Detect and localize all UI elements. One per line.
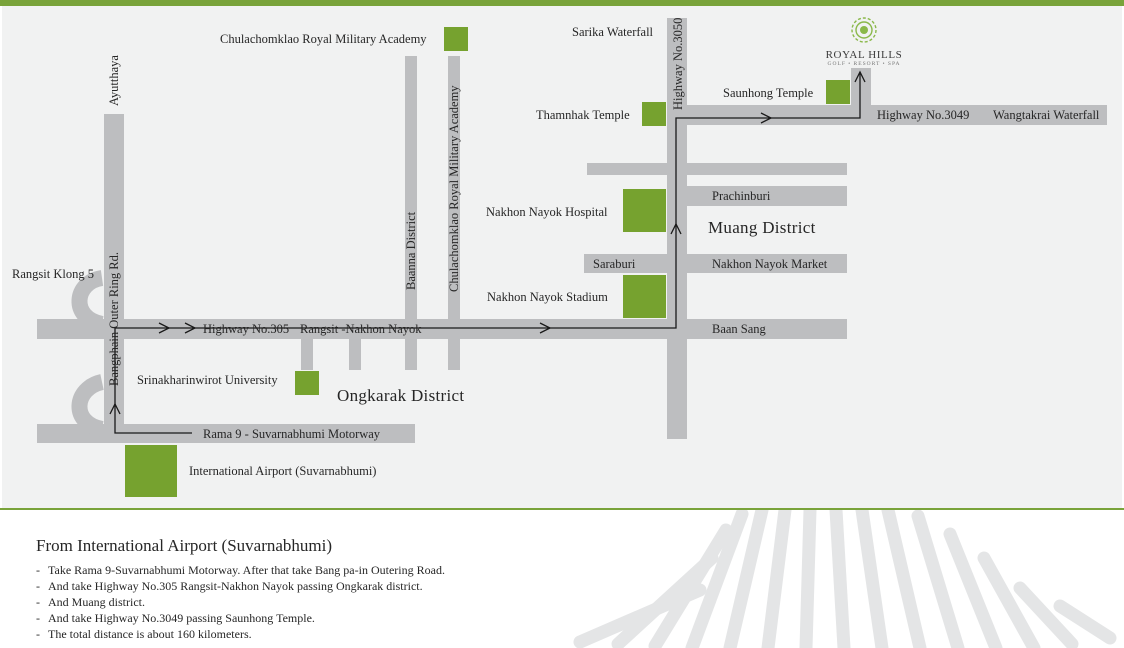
directions-step: -And take Highway No.3049 passing Saunho… — [36, 611, 315, 625]
interchange-loop-bottom — [71, 374, 105, 437]
label-international-airport: International Airport (Suvarnabhumi) — [189, 464, 377, 478]
directions-panel: From International Airport (Suvarnabhumi… — [0, 510, 1124, 648]
label-sarika-waterfall: Sarika Waterfall — [572, 25, 654, 39]
label-highway-305: Highway No.305 — [203, 322, 290, 336]
label-rama9-motorway: Rama 9 - Suvarnabhumi Motorway — [203, 427, 381, 441]
label-chulachomklao-academy: Chulachomklao Royal Military Academy — [220, 32, 427, 46]
road-saraburi — [584, 254, 667, 273]
label-nakhon-nayok-market: Nakhon Nayok Market — [712, 257, 828, 271]
label-wangtakrai-waterfall: Wangtakrai Waterfall — [993, 108, 1100, 122]
logo-tagline: GOLF • RESORT • SPA — [827, 61, 901, 67]
landmark-chulachomklao-academy — [444, 27, 468, 51]
road-baanna — [405, 56, 417, 370]
road-spur-1 — [301, 336, 313, 370]
route-line — [114, 72, 861, 434]
route-arrow-305c — [539, 322, 552, 334]
road-prachinburi — [687, 186, 847, 206]
top-accent-bar — [0, 0, 1124, 6]
directions-step-text: And Muang district. — [48, 595, 145, 609]
label-bangphain-ring: Bangphain Outer Ring Rd. — [107, 251, 121, 386]
directions-step: -Take Rama 9-Suvarnabhumi Motorway. Afte… — [36, 563, 445, 577]
directions-step-text: And take Highway No.305 Rangsit-Nakhon N… — [48, 579, 423, 593]
road-muang-street-1 — [587, 163, 847, 175]
label-saunhong-temple: Saunhong Temple — [723, 86, 814, 100]
sun-emblem-icon — [851, 17, 877, 43]
route-arrow-3050 — [670, 222, 682, 235]
route-overlay — [71, 70, 866, 437]
route-map: ROYAL HILLS GOLF • RESORT • SPA Chulacho… — [2, 6, 1122, 508]
landmark-saunhong-temple — [826, 80, 850, 104]
label-muang-district: Muang District — [708, 218, 816, 237]
directions-list: -Take Rama 9-Suvarnabhumi Motorway. Afte… — [36, 562, 445, 642]
directions-step: -And take Highway No.305 Rangsit-Nakhon … — [36, 579, 423, 593]
directions-step-text: And take Highway No.3049 passing Saunhon… — [48, 611, 315, 625]
label-ayutthaya: Ayutthaya — [107, 55, 121, 106]
road-rama9-motorway — [37, 424, 415, 443]
landmark-srinakharinwirot — [295, 371, 319, 395]
label-rangsit-klong5: Rangsit Klong 5 — [12, 267, 94, 281]
landmark-international-airport — [125, 445, 177, 497]
label-highway-3050: Highway No.3050 — [671, 17, 685, 110]
landmark-nakhon-nayok-hospital — [623, 189, 666, 232]
interchange-loop-top — [71, 270, 105, 332]
directions-step: -The total distance is about 160 kilomet… — [36, 627, 252, 641]
route-arrow-305b — [184, 322, 197, 334]
label-saraburi: Saraburi — [593, 257, 636, 271]
label-baan-sang: Baan Sang — [712, 322, 766, 336]
road-spur-2 — [349, 336, 361, 370]
landmark-thamnhak-temple — [642, 102, 666, 126]
label-thamnhak-temple: Thamnhak Temple — [536, 108, 630, 122]
label-rangsit-nakhon-nayok: Rangsit -Nakhon Nayok — [300, 322, 422, 336]
directions-step-text: Take Rama 9-Suvarnabhumi Motorway. After… — [48, 563, 445, 577]
label-nakhon-nayok-hospital: Nakhon Nayok Hospital — [486, 205, 608, 219]
label-chulachomklao-road: Chulachomklao Royal Military Academy — [447, 85, 461, 292]
logo-name: ROYAL HILLS — [825, 49, 903, 61]
road-nakhon-nayok-market — [687, 254, 847, 273]
label-nakhon-nayok-stadium: Nakhon Nayok Stadium — [487, 290, 608, 304]
directions-title: From International Airport (Suvarnabhumi… — [36, 536, 333, 555]
landmark-nakhon-nayok-stadium — [623, 275, 666, 318]
route-arrow-305a — [158, 322, 171, 334]
label-highway-3049: Highway No.3049 — [877, 108, 970, 122]
label-srinakharinwirot: Srinakharinwirot University — [137, 373, 278, 387]
label-ongkarak-district: Ongkarak District — [337, 386, 465, 405]
route-arrow-ring — [109, 402, 121, 415]
label-baanna-district: Baanna District — [404, 211, 418, 290]
section-divider — [0, 508, 1124, 510]
label-prachinburi: Prachinburi — [712, 189, 771, 203]
directions-step-text: The total distance is about 160 kilomete… — [48, 627, 252, 641]
road-highway-305 — [37, 319, 847, 339]
royal-hills-logo: ROYAL HILLS GOLF • RESORT • SPA — [820, 16, 908, 68]
sunburst-decoration — [573, 510, 1117, 648]
road-highway-3049 — [677, 105, 1107, 125]
directions-step: -And Muang district. — [36, 595, 145, 609]
road-chulachomklao — [448, 56, 460, 370]
route-arrow-3049 — [760, 112, 773, 124]
road-bangphain-ring — [104, 114, 124, 430]
route-arrow-resort — [854, 70, 866, 83]
